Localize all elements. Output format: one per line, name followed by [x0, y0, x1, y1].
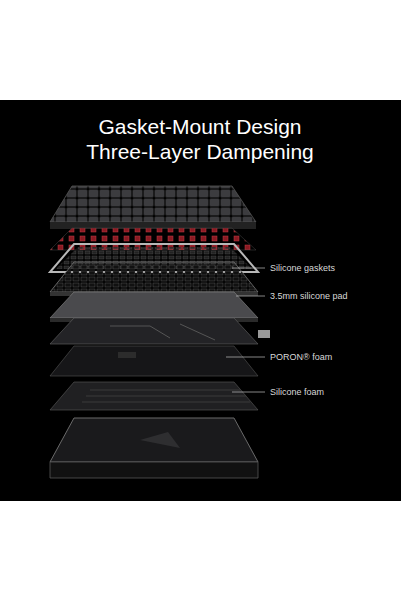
bottom-case	[50, 418, 258, 478]
gasket-plate	[50, 262, 258, 296]
part-label: PORON® foam	[270, 352, 332, 363]
leader-line	[226, 268, 265, 392]
silicone-pad	[50, 292, 258, 322]
pcb-layer	[50, 318, 270, 344]
diagram-title: Gasket-Mount Design Three-Layer Dampenin…	[75, 114, 325, 164]
keycap-layer	[50, 186, 256, 229]
poron-foam	[50, 346, 258, 376]
part-label: 3.5mm silicone pad	[270, 291, 348, 302]
part-label: Silicone gaskets	[270, 263, 335, 274]
part-label: Silicone foam	[270, 387, 324, 398]
silicone-foam	[50, 382, 258, 410]
switch-layer	[50, 228, 256, 250]
